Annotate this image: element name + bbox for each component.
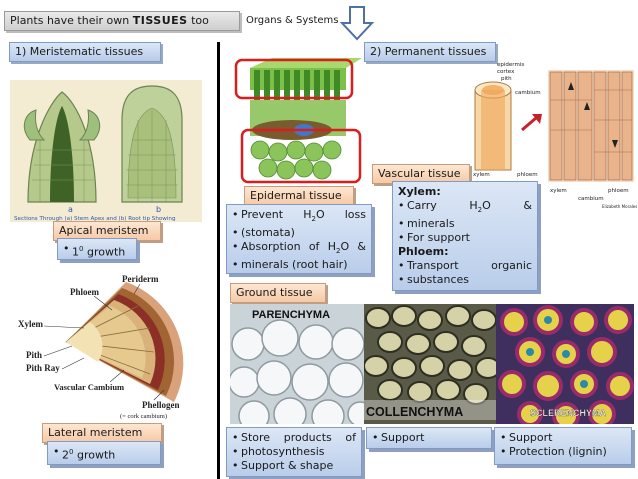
collenchyma-item-support: Support	[372, 431, 486, 445]
parenchyma-item-store: Store products of	[232, 431, 356, 445]
sclerenchyma-drawing: SCLERENCHYMA	[496, 304, 634, 424]
section-divider	[217, 42, 220, 479]
stem-diagram-image: epidermis cortex pith cambium xylem phlo…	[467, 60, 545, 178]
parenchyma-item-support: Support & shape	[232, 459, 356, 473]
stem-label-cambium: cambium	[515, 90, 541, 96]
apical-image-label-b: b	[156, 205, 161, 214]
lateral-meristem-label: Lateral meristem	[42, 423, 162, 443]
tissue-label-xylem: xylem	[550, 188, 567, 194]
xylem-item-carry: Carry H2O &	[398, 199, 532, 217]
image-credit: Elizabeth Morales	[602, 204, 637, 209]
title-bold: TISSUES	[132, 14, 188, 27]
parenchyma-item-photosynthesis: photosynthesis	[232, 445, 356, 459]
parenchyma-functions-box: Store products of photosynthesis Support…	[226, 427, 362, 477]
stem-label-cortex: cortex	[497, 69, 515, 75]
xylem-title: Xylem:	[398, 185, 441, 198]
parenchyma-label: PARENCHYMA	[252, 309, 330, 321]
epidermal-item-root-hair: minerals (root hair)	[232, 258, 366, 272]
epidermal-item-absorption: Absorption of H2O &	[232, 240, 366, 258]
label-periderm: Periderm	[122, 274, 159, 284]
xylem-item-support: For support	[398, 231, 532, 245]
apical-image-caption: Sections Through (a) Stem Apex and (b) R…	[14, 216, 176, 222]
collenchyma-functions-box: Support	[366, 427, 492, 449]
stem-label-phloem: phloem	[517, 172, 538, 178]
title-suffix: too	[187, 14, 209, 27]
xylem-item-minerals: minerals	[398, 217, 532, 231]
phloem-item-substances: substances	[398, 273, 532, 287]
vascular-tissue-box: Xylem: Carry H2O & minerals For support …	[392, 181, 538, 291]
parenchyma-drawing: PARENCHYMA	[230, 304, 364, 424]
epidermal-item-stomata: (stomata)	[232, 226, 366, 240]
xylem-phloem-drawing: xylem phloem cambium Elizabeth Morales	[548, 70, 637, 209]
label-pith-ray: Pith Ray	[26, 363, 60, 373]
down-arrow-icon	[339, 6, 375, 41]
label-xylem: Xylem	[18, 319, 43, 329]
collenchyma-micrograph: COLLENCHYMA	[364, 304, 496, 424]
collenchyma-drawing: COLLENCHYMA	[364, 304, 496, 424]
page-title: Plants have their own TISSUES too	[4, 11, 240, 31]
epidermal-item-prevent: Prevent H2O loss	[232, 208, 366, 226]
meristematic-heading: 1) Meristematic tissues	[9, 42, 161, 62]
epidermal-tissue-label: Epidermal tissue	[244, 186, 354, 206]
apical-meristem-image: a b Sections Through (a) Stem Apex and (…	[10, 80, 202, 222]
label-pith: Pith	[26, 350, 42, 360]
parenchyma-micrograph: PARENCHYMA	[230, 304, 364, 424]
label-cork-cambium: (= cork cambium)	[120, 413, 167, 420]
lateral-growth-item: 20 growth	[53, 445, 155, 463]
sclerenchyma-item-protection: Protection (lignin)	[500, 445, 626, 459]
leaf-section-drawing	[234, 58, 362, 184]
right-arrow-icon	[521, 114, 542, 132]
sclerenchyma-micrograph: SCLERENCHYMA	[496, 304, 634, 424]
label-phloem: Phloem	[70, 287, 99, 297]
stem-label-epidermis: epidermis	[497, 62, 524, 68]
ground-tissue-label: Ground tissue	[230, 283, 326, 303]
organs-systems-text: Organs & Systems	[246, 15, 339, 26]
tissue-label-cambium: cambium	[578, 196, 604, 202]
stem-diagram-drawing: epidermis cortex pith cambium xylem phlo…	[473, 62, 541, 178]
lateral-growth-box: 20 growth	[47, 441, 161, 465]
permanent-heading: 2) Permanent tissues	[364, 42, 496, 62]
stem-label-pith: pith	[501, 76, 512, 82]
xylem-phloem-image: xylem phloem cambium Elizabeth Morales	[544, 60, 638, 210]
apical-meristem-drawing: a b Sections Through (a) Stem Apex and (…	[10, 80, 202, 222]
phloem-item-transport: Transport organic	[398, 259, 532, 273]
epidermal-tissue-box: Prevent H2O loss (stomata) Absorption of…	[226, 204, 372, 274]
phloem-title: Phloem:	[398, 245, 449, 259]
collenchyma-label: COLLENCHYMA	[366, 405, 463, 419]
apical-growth-box: 10 growth	[57, 238, 137, 260]
apical-meristem-label: Apical meristem	[53, 221, 161, 241]
sclerenchyma-functions-box: Support Protection (lignin)	[494, 427, 632, 465]
apical-image-label-a: a	[68, 205, 73, 214]
leaf-section-image	[232, 58, 362, 186]
stem-label-xylem: xylem	[473, 172, 490, 178]
title-prefix: Plants have their own	[10, 14, 133, 27]
tissue-label-phloem: phloem	[608, 188, 629, 194]
lateral-meristem-drawing: Phloem Periderm Xylem Pith Pith Ray Vasc…	[18, 274, 184, 420]
sclerenchyma-item-support: Support	[500, 431, 626, 445]
apical-growth-item: 10 growth	[63, 242, 131, 260]
lateral-meristem-image: Phloem Periderm Xylem Pith Pith Ray Vasc…	[14, 270, 204, 422]
label-phellogen: Phellogen	[142, 400, 180, 410]
label-vascular-cambium: Vascular Cambium	[54, 382, 124, 392]
sclerenchyma-label: SCLERENCHYMA	[530, 408, 607, 418]
